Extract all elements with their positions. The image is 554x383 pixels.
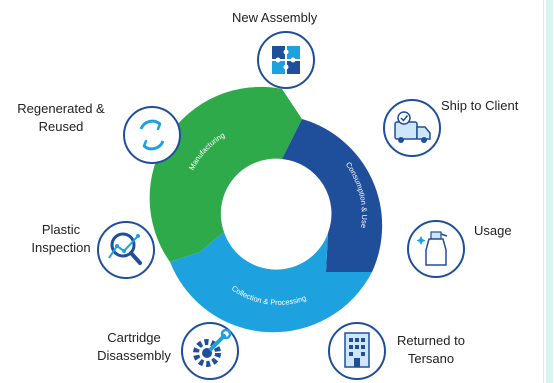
label-cartridge-disassembly: Cartridge Disassembly <box>97 330 171 363</box>
magnifier-chart-icon <box>97 221 155 279</box>
building-icon <box>328 322 386 380</box>
collection-segment <box>170 232 372 333</box>
truck-icon <box>383 99 441 157</box>
scrollbar-thumb[interactable] <box>546 0 553 383</box>
spray-bottle-icon <box>407 220 465 278</box>
label-usage: Usage <box>474 223 512 238</box>
label-regenerated-reused: Regenerated & Reused <box>17 101 105 134</box>
gear-wrench-icon <box>181 322 239 380</box>
label-new-assembly: New Assembly <box>232 10 318 25</box>
scrollbar-track[interactable] <box>543 0 554 383</box>
puzzle-icon <box>257 31 315 89</box>
consumption-segment <box>282 119 383 272</box>
label-returned-to-tersano: Returned to Tersano <box>397 333 465 366</box>
recycle-arrows-icon <box>123 106 181 164</box>
manufacturing-segment <box>149 86 302 262</box>
label-plastic-inspection: Plastic Inspection <box>31 222 91 255</box>
label-ship-to-client: Ship to Client <box>441 98 519 113</box>
